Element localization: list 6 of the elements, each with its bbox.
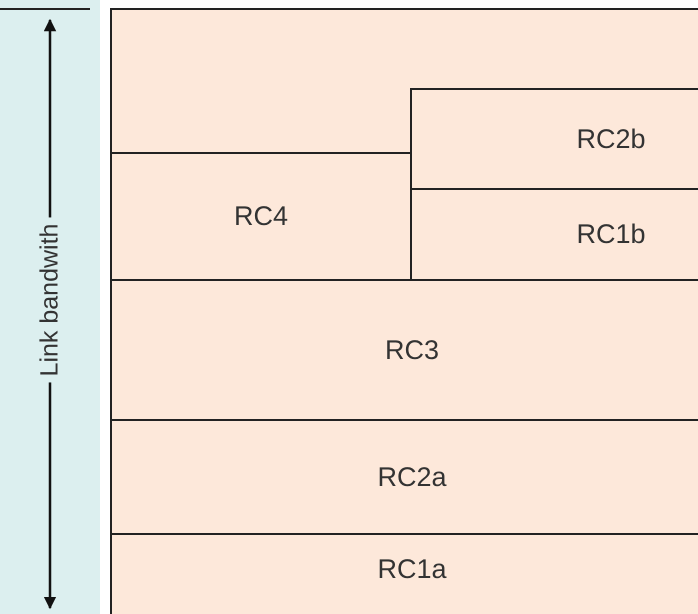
bandwidth-block: RC4 [112,152,410,279]
bandwidth-block: RC2b [410,88,698,188]
bandwidth-block: RC1b [410,188,698,279]
bandwidth-block: RC3 [112,279,698,419]
bandwidth-block: RC2a [112,419,698,533]
bandwidth-block: RC1a [112,533,698,614]
